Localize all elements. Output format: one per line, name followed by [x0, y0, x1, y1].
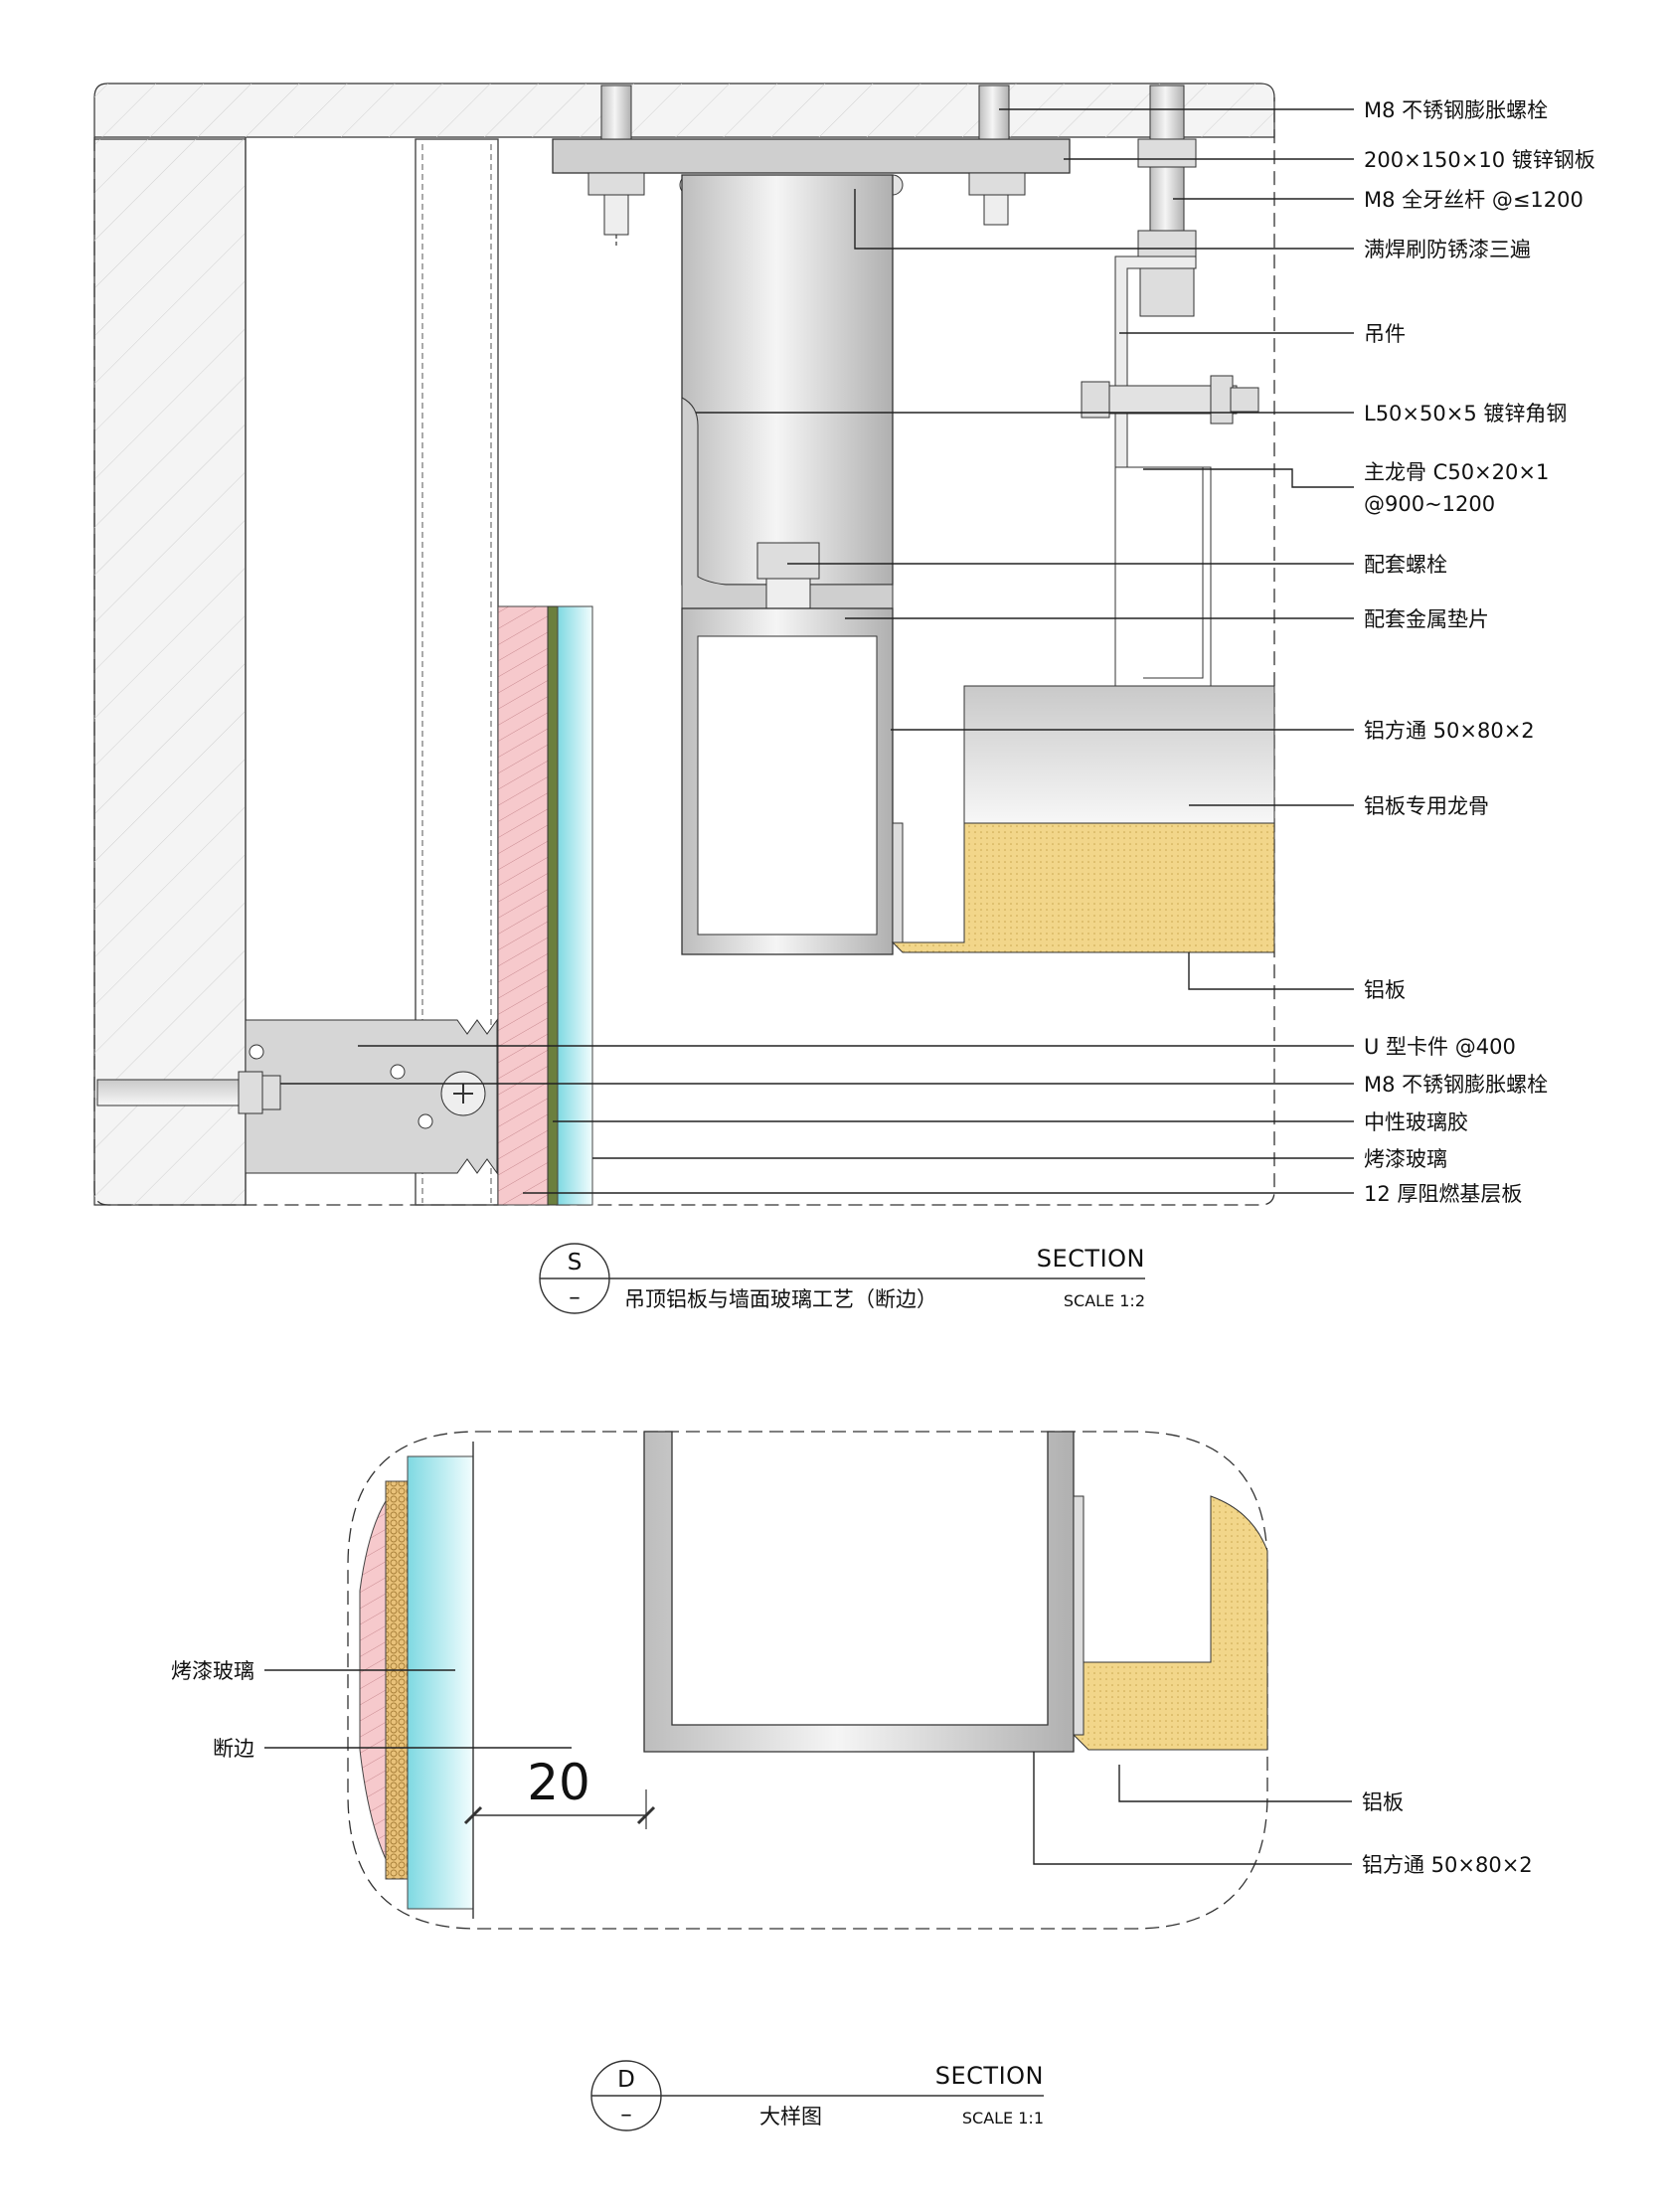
label-glass-d: 烤漆玻璃 [171, 1659, 254, 1683]
title-block-s: S – 吊顶铝板与墙面玻璃工艺（断边） SECTION SCALE 1:2 [539, 1243, 1145, 1314]
label-main-keel: 主龙骨 C50×20×1 [1364, 460, 1549, 484]
label-u-clip: U 型卡件 @400 [1364, 1035, 1516, 1059]
labels-s: M8 不锈钢膨胀螺栓 200×150×10 镀锌钢板 M8 全牙丝杆 @≤120… [1364, 98, 1595, 1206]
label-threaded-rod: M8 全牙丝杆 @≤1200 [1364, 188, 1584, 212]
fire-retardant-board [497, 605, 549, 1206]
main-keel [1114, 466, 1212, 687]
label-broken-edge: 断边 [213, 1737, 254, 1761]
sealant-d [385, 1480, 409, 1880]
symbol-d-sub: – [620, 2102, 632, 2127]
section-word-d: SECTION [935, 2062, 1044, 2090]
aluminum-tube-d [643, 1431, 1075, 1753]
scale-d: SCALE 1:1 [962, 2109, 1044, 2127]
detail-frame-d [347, 1431, 1268, 1930]
aluminum-panel [891, 822, 1275, 953]
section-s [93, 83, 1275, 1206]
label-aluminum-tube: 铝方通 50×80×2 [1364, 719, 1535, 743]
dimension-20: 20 [527, 1754, 590, 1811]
leader-lines-s [280, 108, 1354, 1194]
symbol-s-sub: – [569, 1284, 581, 1310]
section-word-s: SECTION [1037, 1245, 1145, 1273]
label-aluminum-tube-d: 铝方通 50×80×2 [1362, 1853, 1533, 1877]
symbol-d: D [617, 2067, 635, 2093]
label-sealant: 中性玻璃胶 [1364, 1110, 1468, 1134]
label-washer: 配套金属垫片 [1364, 607, 1489, 631]
label-panel-keel: 铝板专用龙骨 [1364, 794, 1489, 818]
label-weld: 满焊刷防锈漆三遍 [1364, 238, 1531, 261]
aluminum-panel-d [1073, 1495, 1268, 1751]
label-base-board: 12 厚阻燃基层板 [1364, 1182, 1522, 1206]
label-glass: 烤漆玻璃 [1364, 1147, 1447, 1171]
scale-s: SCALE 1:2 [1064, 1291, 1145, 1310]
label-main-keel-spacing: @900~1200 [1364, 492, 1495, 516]
u-clip [245, 1018, 498, 1175]
label-angle-steel: L50×50×5 镀锌角钢 [1364, 402, 1567, 425]
panel-keel [963, 685, 1275, 824]
lacquered-glass [557, 605, 593, 1206]
label-aluminum-panel-d: 铝板 [1362, 1790, 1404, 1814]
section-d: 20 烤漆玻璃 断边 铝板 铝方通 50×80×2 [171, 1431, 1533, 1930]
angle-steel [681, 397, 894, 609]
fire-retardant-board-d [359, 1499, 387, 1860]
label-m8-bolt-wall: M8 不锈钢膨胀螺栓 [1364, 1073, 1548, 1097]
label-steel-plate: 200×150×10 镀锌钢板 [1364, 148, 1595, 172]
title-d: 大样图 [759, 2105, 822, 2128]
sealant [547, 605, 559, 1206]
label-bolt: 配套螺栓 [1364, 553, 1447, 577]
label-hanger: 吊件 [1364, 322, 1406, 346]
label-aluminum-panel: 铝板 [1364, 978, 1406, 1002]
lacquered-glass-d [407, 1455, 474, 1910]
steel-plate [552, 138, 1071, 174]
threaded-rod [1149, 85, 1185, 255]
label-m8-bolt-top: M8 不锈钢膨胀螺栓 [1364, 98, 1548, 122]
steel-hanger-column [681, 174, 894, 586]
title-block-d: D – 大样图 SECTION SCALE 1:1 [590, 2060, 1044, 2131]
detail-frame [93, 97, 1275, 1206]
title-s: 吊顶铝板与墙面玻璃工艺（断边） [624, 1287, 937, 1311]
symbol-s: S [568, 1250, 583, 1276]
